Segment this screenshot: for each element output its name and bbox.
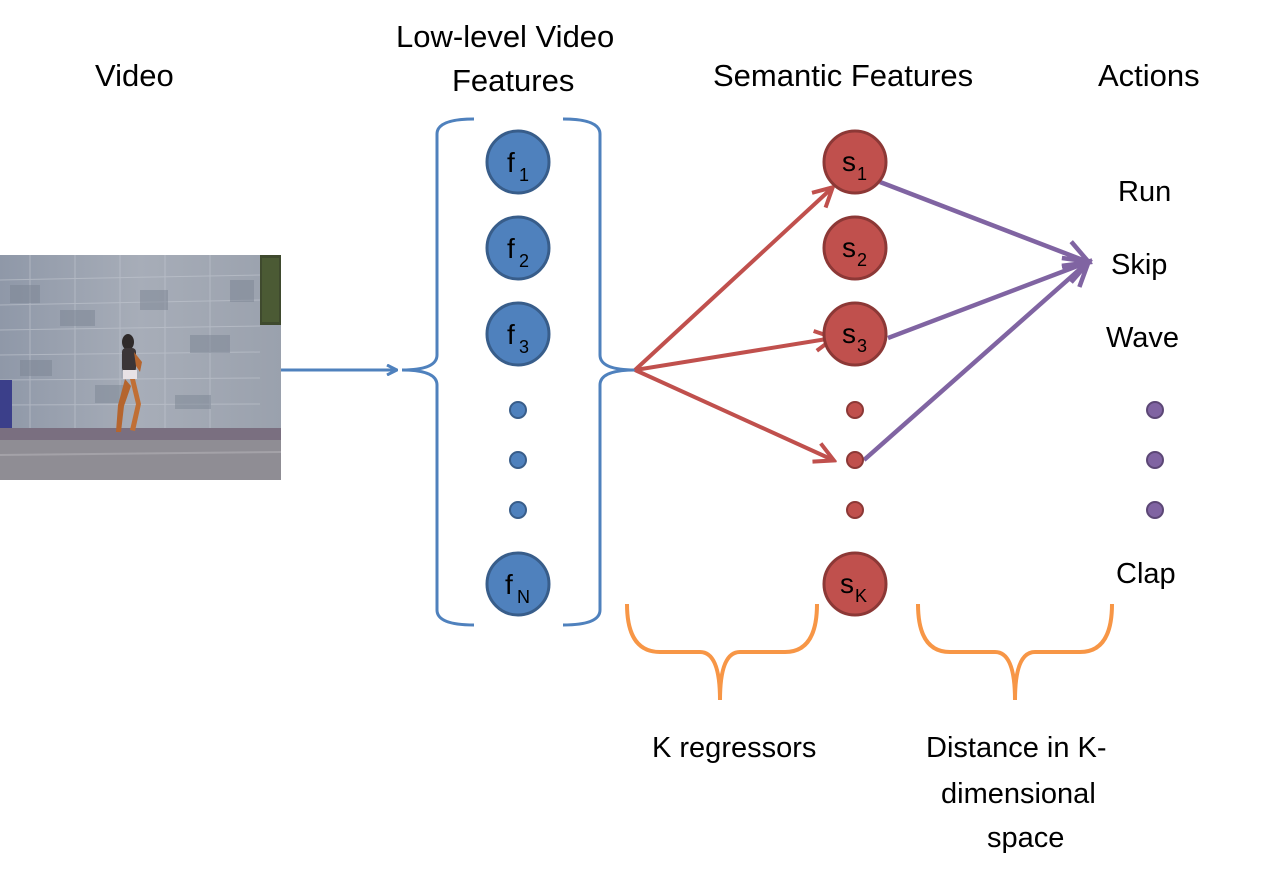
k-regressors-label: K regressors: [652, 732, 817, 764]
feature-node-f2: f 2: [485, 215, 551, 281]
svg-text:f: f: [505, 569, 513, 600]
arrow-to-s1: [633, 188, 832, 372]
svg-text:K: K: [855, 586, 867, 606]
action-label-skip: Skip: [1111, 249, 1168, 281]
distance-label-line1: Distance in K-: [926, 732, 1107, 764]
svg-text:f: f: [507, 233, 515, 264]
svg-text:N: N: [517, 587, 530, 607]
svg-text:2: 2: [519, 251, 529, 271]
runner-figure: [116, 334, 142, 432]
low-level-features-header-line1: Low-level Video: [396, 19, 615, 54]
semantic-node-s2: s 2: [822, 215, 888, 281]
feature-node-f1: f 1: [485, 129, 551, 195]
svg-text:1: 1: [857, 164, 867, 184]
regressor-arrows: [633, 188, 833, 460]
svg-text:f: f: [507, 147, 515, 178]
distance-arrows: [862, 179, 1088, 462]
low-level-features-bracket: [401, 117, 636, 627]
semantic-node-s3: s 3: [822, 301, 888, 367]
video-header: Video: [95, 58, 174, 93]
feature-node-fN: f N: [485, 551, 551, 617]
semantic-ellipsis-dots: [846, 401, 864, 519]
action-label-run: Run: [1118, 176, 1172, 208]
svg-text:f: f: [507, 319, 515, 350]
svg-text:s: s: [842, 318, 856, 349]
semantic-node-sK: s K: [822, 551, 888, 617]
arrow-to-dot: [634, 368, 833, 460]
svg-text:s: s: [842, 232, 856, 263]
action-ellipsis-dots: [1146, 401, 1164, 519]
semantic-features-header: Semantic Features: [713, 58, 974, 93]
svg-text:2: 2: [857, 250, 867, 270]
k-regressors-brace: [625, 603, 819, 701]
feature-node-f3: f 3: [485, 301, 551, 367]
svg-text:3: 3: [519, 337, 529, 357]
svg-text:s: s: [842, 146, 856, 177]
action-label-wave: Wave: [1106, 322, 1180, 354]
arrow-s1-to-skip: [879, 179, 1088, 262]
video-thumbnail: [0, 255, 282, 480]
distance-label-line3: space: [987, 822, 1065, 854]
arrow-dot-to-skip: [862, 262, 1088, 462]
arrow-s3-to-skip: [887, 262, 1088, 341]
low-level-features-header-line2: Features: [452, 63, 575, 98]
semantic-node-s1: s 1: [822, 129, 888, 195]
actions-header: Actions: [1098, 58, 1200, 93]
svg-text:s: s: [840, 568, 854, 599]
distance-label-line2: dimensional: [941, 778, 1096, 810]
arrow-to-s3: [634, 338, 833, 372]
feature-ellipsis-dots: [509, 401, 527, 519]
svg-text:3: 3: [857, 336, 867, 356]
action-label-clap: Clap: [1116, 558, 1176, 590]
distance-brace: [916, 603, 1114, 701]
svg-text:1: 1: [519, 165, 529, 185]
